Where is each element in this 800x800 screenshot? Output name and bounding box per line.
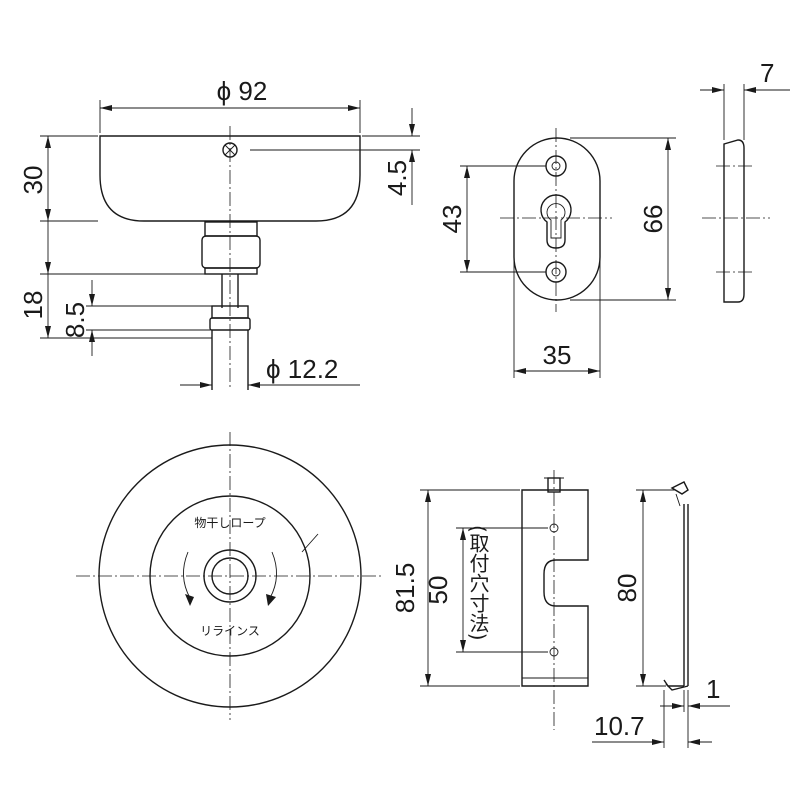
dim-height-8-5: 8.5 bbox=[60, 302, 90, 338]
base-plate-side-view: 7 bbox=[700, 58, 790, 303]
mount-note: (取付穴寸法) bbox=[466, 525, 490, 641]
dim-hole-pitch-43: 43 bbox=[437, 205, 467, 234]
bracket-side-view: 80 1 10.7 bbox=[592, 481, 730, 748]
dim-height-81-5: 81.5 bbox=[390, 563, 420, 614]
dim-diameter-12-2: ϕ 12.2 bbox=[266, 354, 338, 384]
label-front-top: 物干しロープ bbox=[194, 516, 265, 530]
base-plate-front-view: 43 66 35 bbox=[437, 128, 676, 378]
bracket-front-view: 81.5 50 (取付穴寸法) bbox=[390, 470, 589, 730]
dim-diameter-92: ϕ 92 bbox=[217, 76, 268, 106]
label-front-bottom: リラインス bbox=[200, 624, 260, 638]
dim-height-18: 18 bbox=[18, 291, 48, 320]
dim-thickness-1: 1 bbox=[706, 674, 720, 704]
dim-depth-10-7: 10.7 bbox=[594, 711, 645, 741]
dim-thickness-7: 7 bbox=[760, 58, 774, 88]
dim-height-80: 80 bbox=[612, 574, 642, 603]
dim-height-66: 66 bbox=[638, 205, 668, 234]
dim-width-35: 35 bbox=[543, 340, 572, 370]
dim-offset-4-5: 4.5 bbox=[382, 160, 412, 196]
reel-side-view: ϕ 92 30 4.5 18 8.5 ϕ bbox=[18, 76, 420, 390]
dim-height-30: 30 bbox=[18, 166, 48, 195]
reel-front-view: 物干しロープ リラインス bbox=[76, 432, 384, 720]
dim-mount-pitch-50: 50 bbox=[423, 576, 453, 605]
